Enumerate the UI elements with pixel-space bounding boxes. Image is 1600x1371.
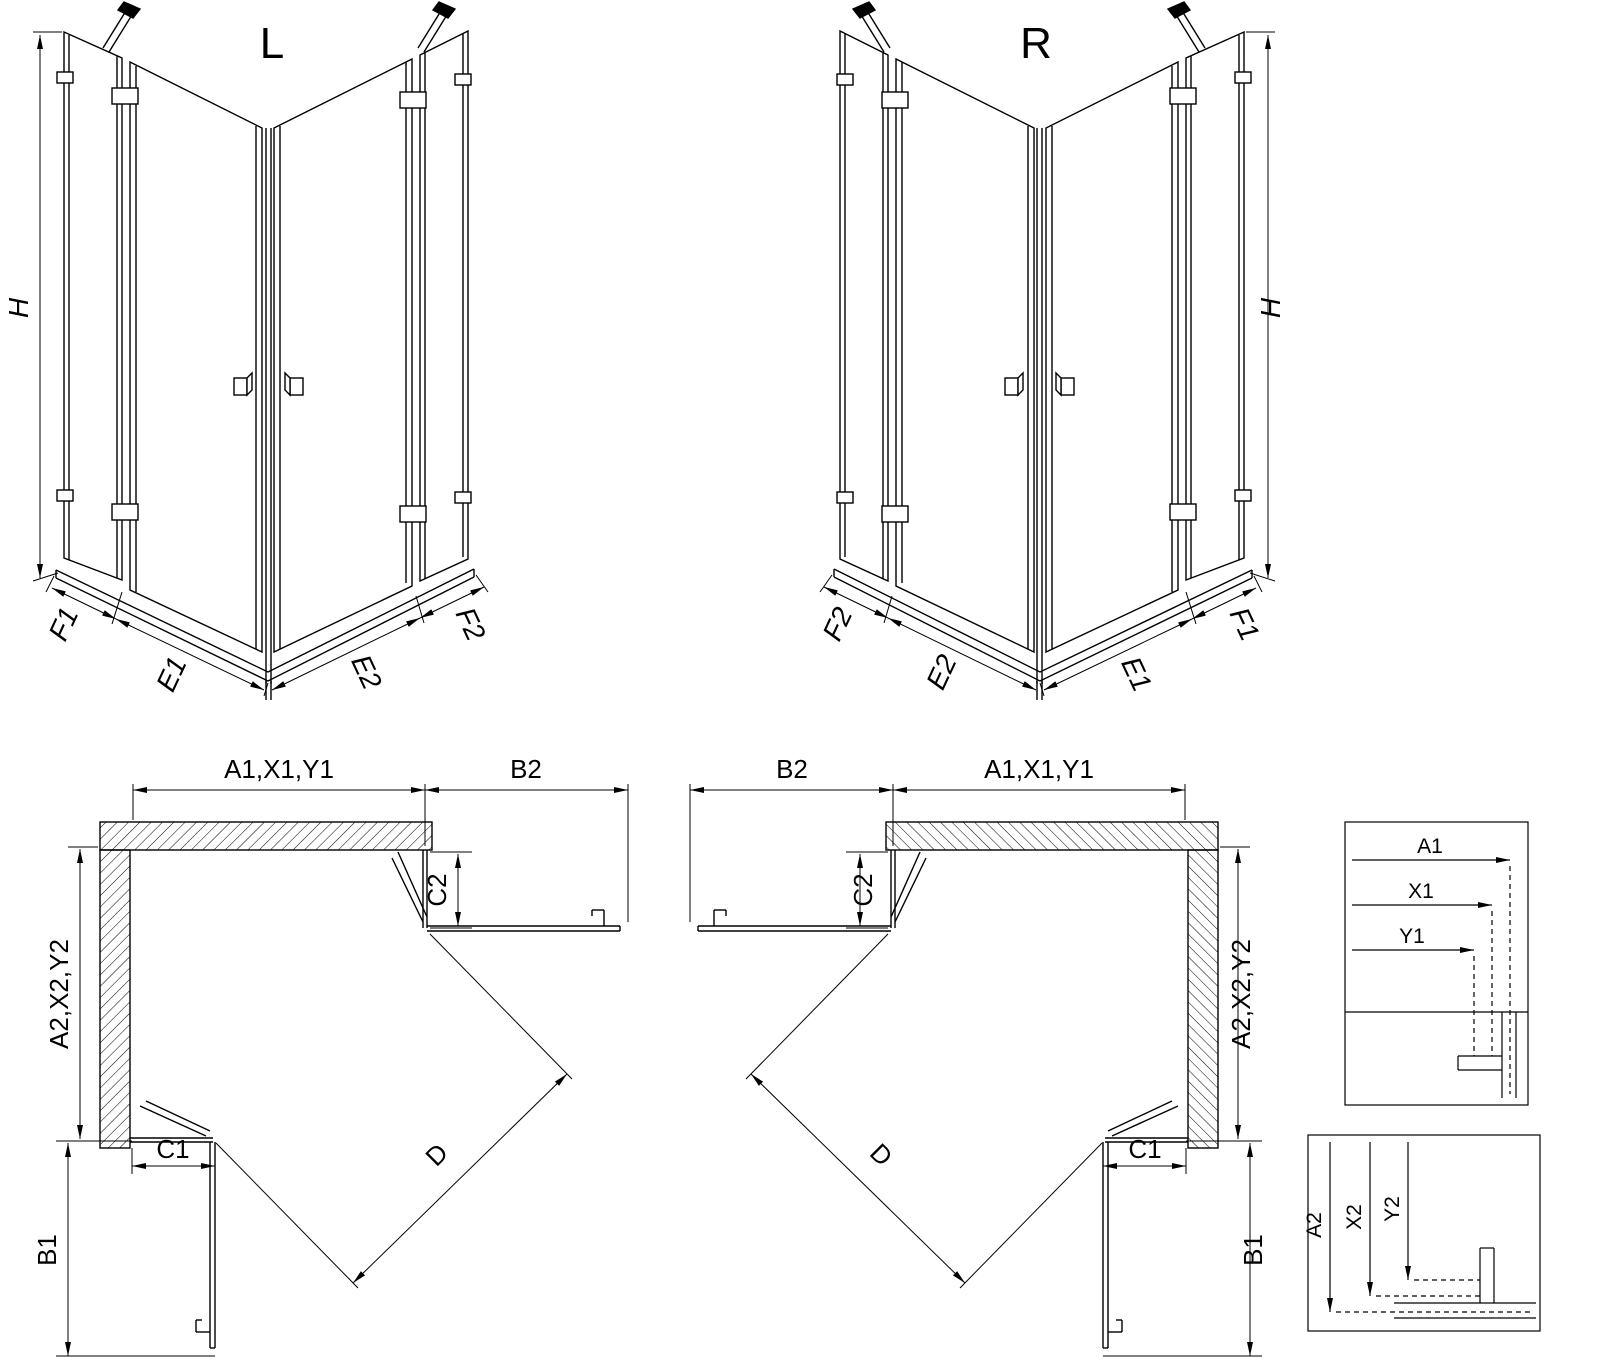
detail-box-horizontal [1344, 821, 1529, 1106]
l-3d-enclosure-drawing [33, 2, 488, 700]
detail-dim-y2: Y2 [1381, 1196, 1404, 1222]
r-plan-dim-c1: C1 [1128, 1134, 1161, 1164]
detail-dim-a1: A1 [1417, 835, 1443, 858]
r-dim-e2: E2 [920, 650, 963, 695]
detail-dim-y1: Y1 [1399, 925, 1425, 948]
detail-box-vertical-frame [1307, 1134, 1541, 1332]
r-dim-e1: E1 [1115, 652, 1158, 696]
l-plan-dim-b2: B2 [510, 754, 542, 784]
r-plan-dim-c2: C2 [848, 873, 878, 906]
l-dim-f2: F2 [450, 603, 492, 646]
r-dim-f2: F2 [816, 602, 858, 645]
detail-dim-x2: X2 [1343, 1204, 1366, 1230]
r-plan-dim-a1x1y1: A1,X1,Y1 [984, 754, 1094, 784]
r-3d-enclosure-drawing [820, 2, 1275, 700]
detail-box-horizontal-frame [1344, 821, 1529, 1106]
l-plan-dim-b1: B1 [32, 1234, 62, 1266]
detail-box-vertical [1307, 1134, 1541, 1332]
r-plan-dim-d: D [864, 1137, 898, 1171]
r-plan-dim-a2x2y2: A2,X2,Y2 [1226, 939, 1256, 1049]
l-dim-e1: E1 [150, 652, 193, 696]
r-plan-labels: B2 A1,X1,Y1 C2 A2,X2,Y2 C1 B1 D [776, 754, 1268, 1266]
variant-l-label: L [260, 19, 284, 68]
detail-horizontal-reference-dashes [1473, 866, 1511, 1094]
l-plan-dim-a2x2y2: A2,X2,Y2 [44, 939, 74, 1049]
detail-dim-a2: A2 [1303, 1212, 1326, 1238]
r-3d-labels: R H F2 E2 E1 F1 [816, 19, 1286, 696]
r-plan-drawing [690, 784, 1262, 1356]
detail-box-labels: A1 X1 Y1 A2 X2 Y2 [1303, 835, 1443, 1238]
l-dim-f1: F1 [42, 603, 84, 646]
r-plan-dim-b1: B1 [1238, 1234, 1268, 1266]
l-plan-dim-d: D [419, 1137, 453, 1171]
r-dim-h: H [1255, 297, 1286, 318]
l-plan-dim-c1: C1 [156, 1134, 189, 1164]
detail-dim-x1: X1 [1408, 880, 1434, 903]
l-plan-labels: A1,X1,Y1 B2 C2 A2,X2,Y2 C1 B1 D [32, 754, 542, 1266]
variant-r-label: R [1020, 19, 1052, 68]
l-dim-e2: E2 [345, 650, 388, 695]
l-dim-h: H [3, 297, 34, 318]
l-plan-dim-a1x1y1: A1,X1,Y1 [224, 754, 334, 784]
r-dim-f1: F1 [1224, 603, 1266, 646]
l-plan-dim-c2: C2 [422, 873, 452, 906]
detail-vertical-reference-dashes [1336, 1279, 1530, 1313]
r-plan-dim-b2: B2 [776, 754, 808, 784]
l-plan-drawing [56, 784, 628, 1356]
